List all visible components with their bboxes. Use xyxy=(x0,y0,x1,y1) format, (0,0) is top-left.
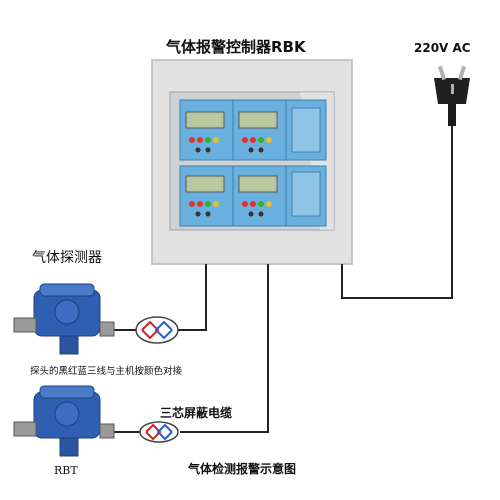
gas-detector-icon xyxy=(13,283,115,355)
wire-connector-icon xyxy=(135,316,179,344)
power-plug-icon xyxy=(434,65,470,126)
controller-module-row-lower xyxy=(179,165,327,227)
detector-label: 气体探测器 xyxy=(32,250,102,266)
controller-module-row-upper xyxy=(179,99,327,161)
wiring-note: 探头的黑红蓝三线与主机按颜色对接 xyxy=(30,366,183,377)
power-label: 220V AC xyxy=(414,41,471,55)
wire-connector-icon xyxy=(139,421,179,443)
gas-detector-icon xyxy=(13,385,115,457)
model-label: RBT xyxy=(54,464,78,477)
detector2-cable xyxy=(110,264,269,433)
diagram-caption: 气体检测报警示意图 xyxy=(188,462,297,476)
controller-title: 气体报警控制器RBK xyxy=(166,38,306,56)
power-cable xyxy=(341,124,453,299)
cable-label: 三芯屏蔽电缆 xyxy=(160,406,233,420)
controller-cabinet xyxy=(151,59,353,265)
